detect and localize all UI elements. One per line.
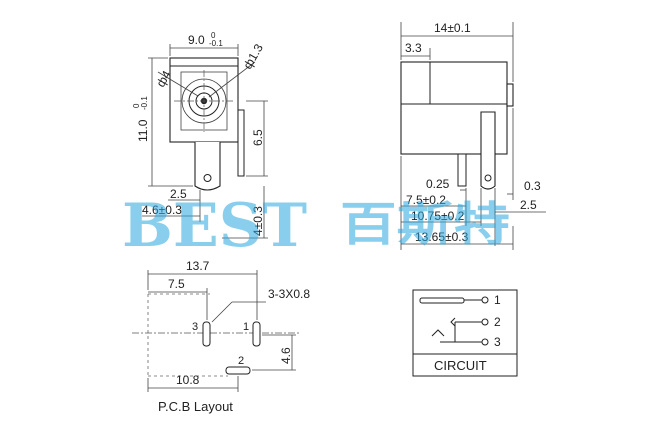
hole-spec-label: 3-3X0.8	[268, 287, 310, 301]
d25s-label: 2.5	[520, 198, 537, 212]
circuit-terminal-1	[481, 296, 489, 304]
circuit-terminal-2	[481, 318, 489, 326]
front-lug-hole	[203, 174, 212, 182]
h11-tol-upper: 0	[132, 103, 141, 108]
pcb-pin1-label: 1	[243, 321, 249, 333]
front-bottom-lug	[194, 142, 221, 191]
pcb-caption: P.C.B Layout	[158, 399, 233, 414]
pcb-pin2-label: 2	[238, 355, 244, 367]
circuit-diagram: 1 2 3 CIRCUIT	[412, 289, 518, 377]
d108-label: 10.8	[176, 373, 200, 387]
h11-tol-lower: -0.1	[140, 96, 149, 110]
dia13-leader	[208, 61, 256, 98]
watermark: BEST 百斯特	[122, 191, 510, 261]
side-pin-a	[457, 153, 467, 187]
side-pin-b	[480, 111, 496, 190]
w9-tol-upper: 0	[211, 31, 216, 40]
d03-label: 0.3	[524, 179, 541, 193]
d46p-label: 4.6	[279, 347, 293, 364]
d65-label: 6.5	[251, 129, 265, 146]
dia4-leader	[157, 71, 199, 97]
d1365-label: 13.65±0.3	[415, 230, 469, 244]
front-side-pin	[237, 109, 245, 177]
circuit-frame	[412, 289, 518, 377]
side-front-collar	[506, 83, 514, 107]
pcb-slot-2	[225, 366, 251, 375]
d25-label: 2.5	[170, 187, 187, 201]
side-view: 14±0.1 3.3 0.25 0.3 7.5±0.2 2.5 10.75±0.…	[400, 21, 546, 250]
front-view: 9.0 0 -0.1 11.0 0 -0.1 ф4 ф1.3 6.5 4±0.3…	[132, 31, 268, 239]
circuit-terminal-3	[481, 338, 489, 346]
hole-spec-leader	[211, 301, 233, 323]
circuit-barrel	[419, 297, 465, 304]
d75-label: 7.5±0.2	[406, 193, 446, 207]
d4-label: 4±0.3	[251, 206, 265, 236]
d1075-label: 10.75±0.2	[411, 209, 465, 223]
watermark-latin: BEST	[122, 191, 307, 261]
d75p-label: 7.5	[168, 277, 185, 291]
pcb-layout: 13.7 7.5 3-3X0.8 3 1 2 4.6 10.8 P.C.B La…	[132, 259, 310, 414]
circuit-pin3-label: 3	[494, 335, 501, 349]
circuit-caption: CIRCUIT	[434, 358, 487, 373]
circuit-pin1-label: 1	[494, 293, 501, 307]
d14-label: 14±0.1	[434, 21, 471, 35]
d46-label: 4.6±0.3	[142, 203, 182, 217]
d025-label: 0.25	[426, 177, 450, 191]
pcb-slot-3	[202, 321, 211, 347]
w9-tol-lower: -0.1	[209, 39, 223, 48]
circuit-contact	[431, 329, 445, 337]
circuit-arrow	[450, 317, 456, 327]
side-pin-hole	[484, 174, 492, 182]
pcb-slot-1	[252, 321, 261, 347]
w9-label: 9.0	[188, 33, 205, 47]
pcb-pin3-label: 3	[192, 321, 198, 333]
watermark-chinese: 百斯特	[340, 197, 510, 251]
h11-label: 11.0	[136, 119, 150, 142]
d33-label: 3.3	[405, 41, 422, 55]
circuit-pin2-label: 2	[494, 315, 501, 329]
d137-label: 13.7	[186, 259, 210, 273]
dia13-label: ф1.3	[240, 41, 266, 71]
